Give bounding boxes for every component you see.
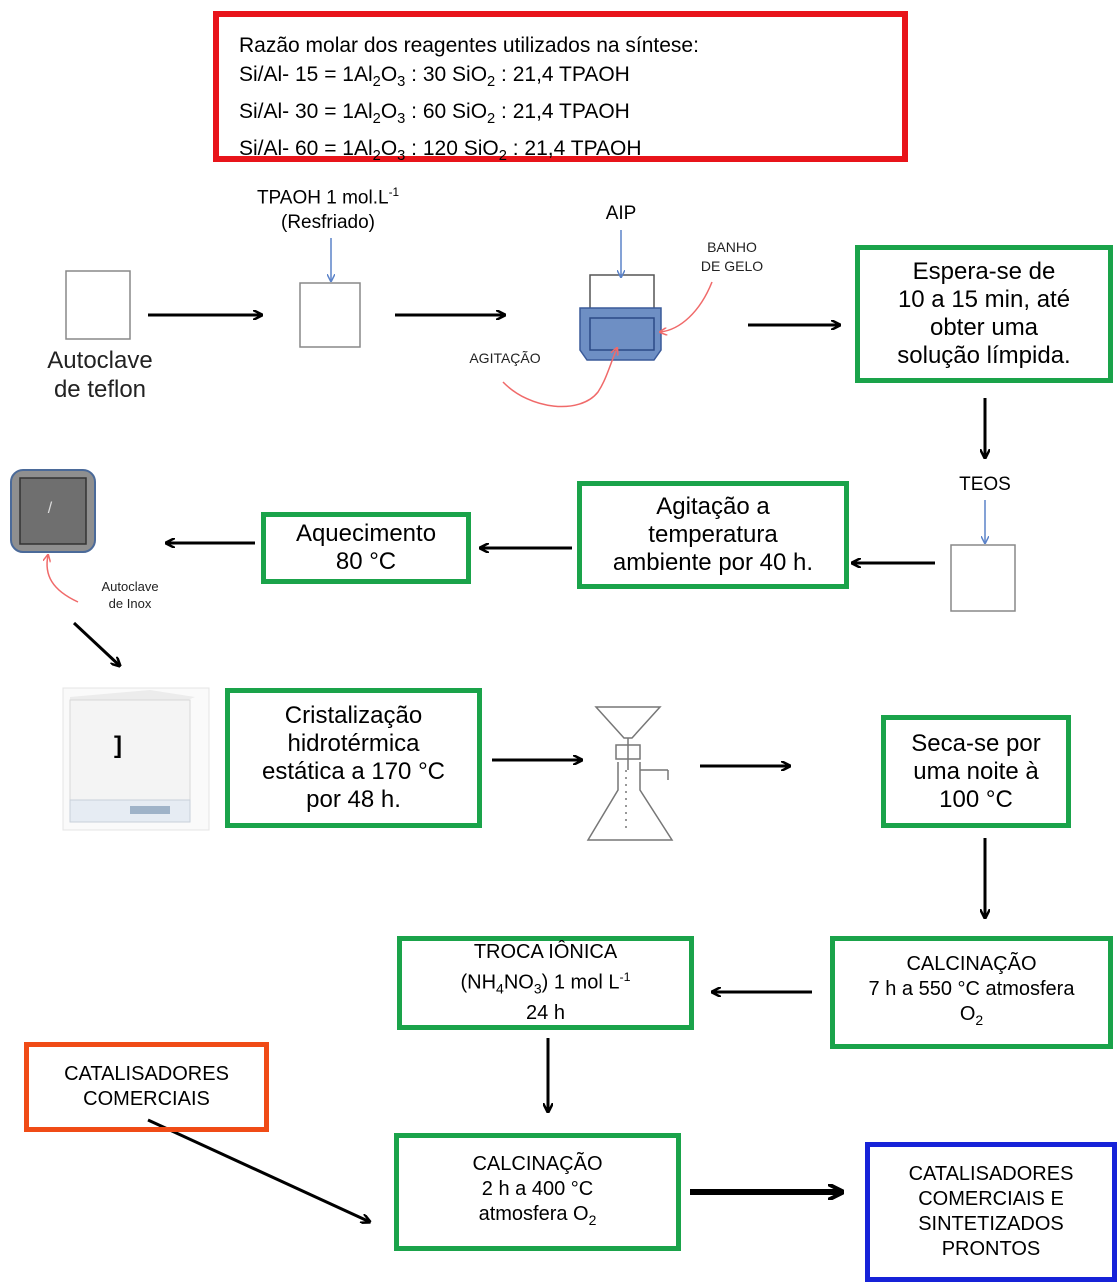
troca-ionica-box: TROCA IÔNICA (NH4NO3) 1 mol L-1 24 h — [397, 936, 694, 1030]
catalisadores-comerciais-box: CATALISADORES COMERCIAIS — [24, 1042, 269, 1132]
agitacao-temperatura-box: Agitação a temperatura ambiente por 40 h… — [577, 481, 849, 589]
calcinacao-400-box: CALCINAÇÃO 2 h a 400 °C atmosfera O2 — [394, 1133, 681, 1251]
beaker-teos-square — [950, 544, 1016, 612]
filtration-flask-image — [586, 706, 674, 841]
agitacao-pointer — [502, 348, 617, 408]
aquecimento-box: Aquecimento 80 °C — [261, 512, 471, 584]
arrow-comerciais-to-calcinacao — [147, 1118, 370, 1222]
calcinacao-550-box: CALCINAÇÃO 7 h a 550 °C atmosfera O2 — [830, 936, 1113, 1049]
cristalizacao-box: Cristalização hidrotérmica estática a 17… — [225, 688, 482, 828]
ratio-line-15: Si/Al- 15 = 1Al2O3 : 30 SiO2 : 21,4 TPAO… — [239, 63, 630, 91]
teos-label: TEOS — [959, 474, 1011, 495]
autoclave-inox-pointer — [47, 555, 79, 603]
ice-bath-beaker-inner — [589, 317, 655, 351]
stainless-autoclave-inner — [19, 477, 87, 545]
catalisadores-prontos-box: CATALISADORES COMERCIAIS E SINTETIZADOS … — [865, 1142, 1117, 1282]
agitacao-label: AGITAÇÃO — [469, 350, 541, 366]
autoclave-teflon-label: Autoclave de teflon — [47, 347, 153, 403]
ice-bath — [579, 307, 662, 361]
ratio-line-60: Si/Al- 60 = 1Al2O3 : 120 SiO2 : 21,4 TPA… — [239, 137, 642, 165]
seca-box: Seca-se por uma noite à 100 °C — [881, 715, 1071, 828]
autoclave-inox-label: Autoclave de Inox — [101, 579, 159, 611]
aip-label: AIP — [605, 203, 637, 224]
oven-handle: ] — [114, 732, 122, 759]
ratio-line-30: Si/Al- 30 = 1Al2O3 : 60 SiO2 : 21,4 TPAO… — [239, 100, 630, 128]
arrow-inox-to-oven — [72, 621, 120, 666]
molar-ratio-title: Razão molar dos reagentes utilizados na … — [239, 34, 699, 57]
molar-ratio-box: Razão molar dos reagentes utilizados na … — [213, 11, 908, 165]
beaker-tpaoh-square — [299, 282, 361, 348]
tpaoh-label: TPAOH 1 mol.L-1 (Resfriado) — [256, 186, 400, 234]
teflon-autoclave-square — [65, 270, 131, 340]
espera-box: Espera-se de 10 a 15 min, até obter uma … — [855, 245, 1113, 383]
banho-pointer — [660, 281, 713, 332]
oven-image — [62, 687, 210, 831]
inox-mark: / — [47, 500, 53, 517]
banho-gelo-label: BANHO DE GELO — [700, 239, 764, 274]
